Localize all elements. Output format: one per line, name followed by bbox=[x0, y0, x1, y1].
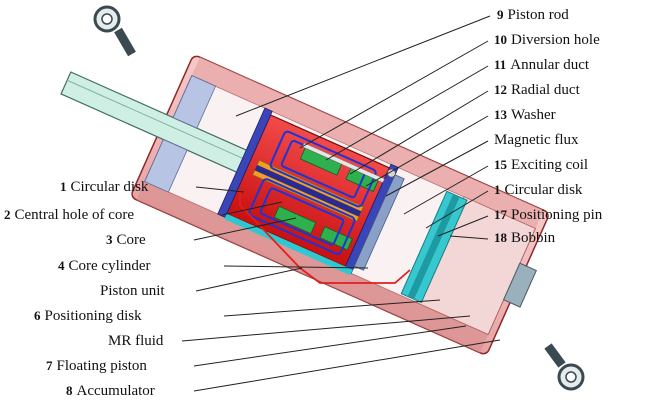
rod-guide-lower bbox=[144, 138, 188, 193]
label-piston-unit: Piston unit bbox=[100, 283, 165, 299]
rod-guide bbox=[172, 75, 217, 129]
positioning-pin bbox=[386, 168, 396, 178]
left-leader-lines bbox=[181, 186, 501, 392]
piston-unit-bracket bbox=[239, 190, 411, 284]
bottom-eyelet bbox=[544, 343, 585, 391]
piston-unit-ring bbox=[224, 213, 353, 276]
right-leader-lines bbox=[235, 15, 491, 240]
label-mr-fluid: MR fluid bbox=[108, 333, 164, 349]
circular-disk-left bbox=[217, 107, 273, 218]
central-hole bbox=[254, 164, 362, 217]
upper-wall bbox=[191, 57, 544, 229]
end-cap bbox=[502, 262, 537, 308]
floating-piston-seal bbox=[407, 194, 460, 300]
exciting-coil-bottom bbox=[273, 205, 317, 235]
top-eyelet bbox=[93, 5, 136, 57]
label-magnetic-flux: Magnetic flux bbox=[494, 132, 579, 148]
damper-assembly bbox=[60, 55, 549, 355]
bobbin bbox=[302, 142, 385, 183]
